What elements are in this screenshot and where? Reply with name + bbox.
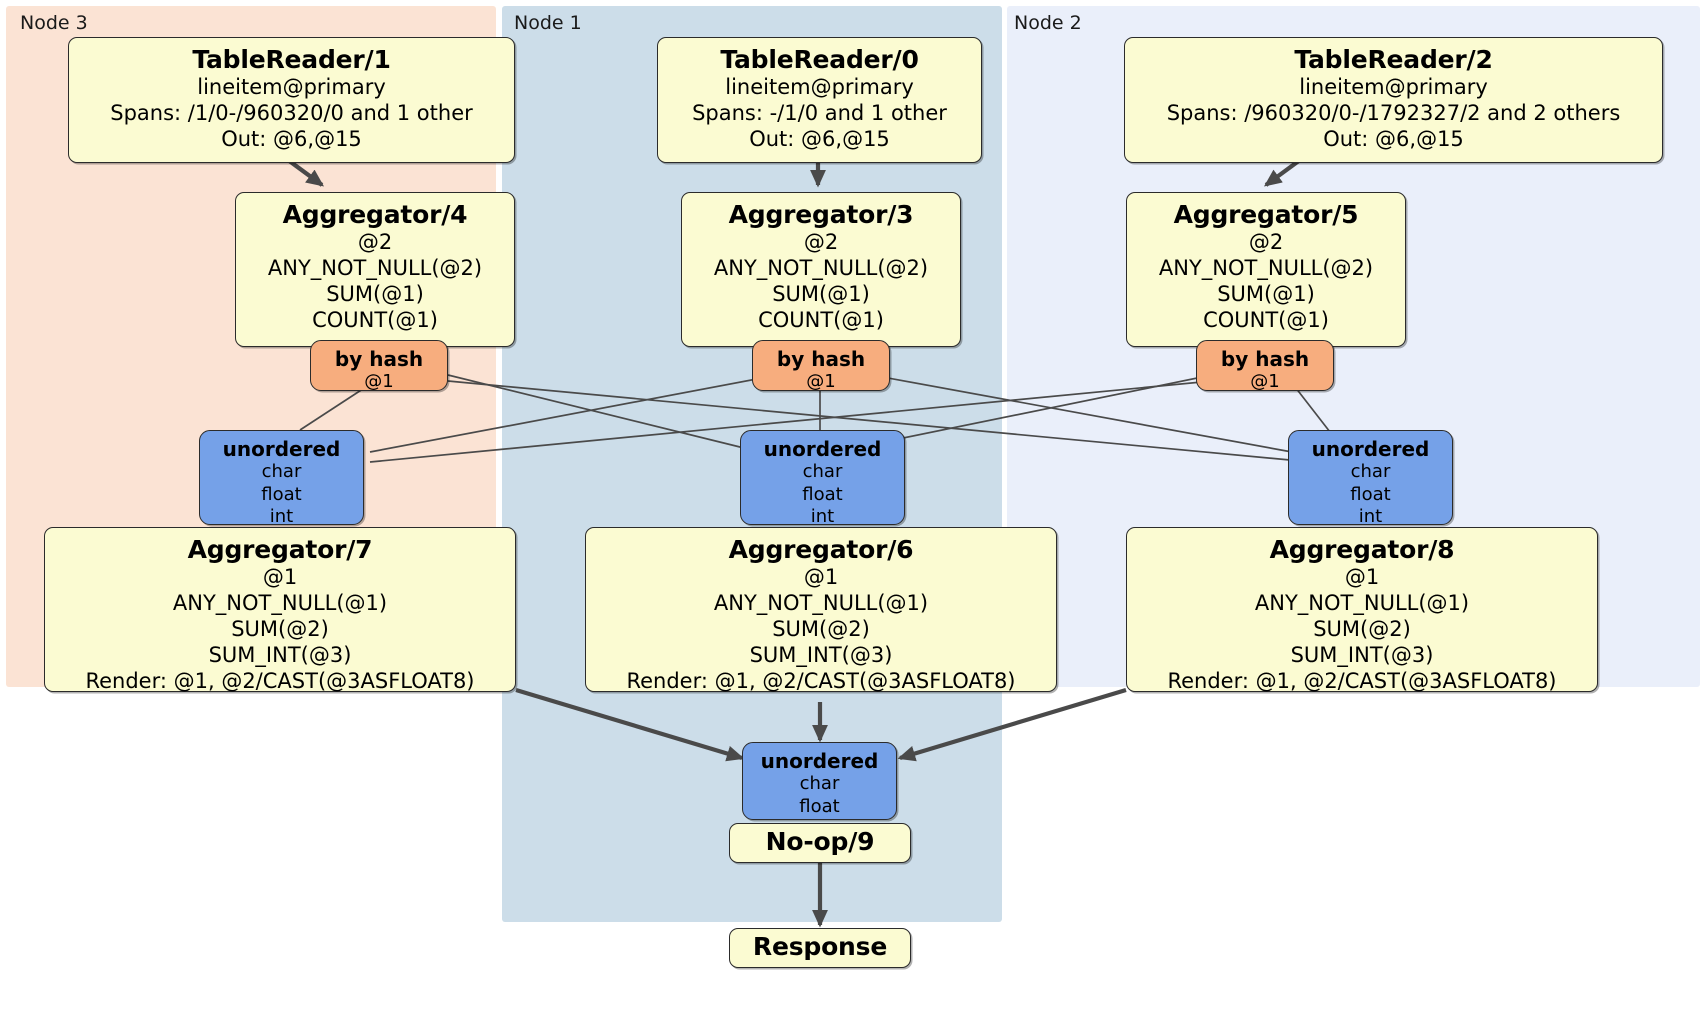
processor-line: SUM(@1): [772, 282, 870, 307]
hash-router-mid[interactable]: by hash @1: [752, 340, 890, 392]
processor-line: COUNT(@1): [758, 308, 884, 333]
router-title: unordered: [760, 749, 879, 773]
unordered-router-final[interactable]: unordered char float: [742, 742, 897, 820]
router-line: @1: [806, 371, 836, 392]
router-line: int: [810, 506, 835, 528]
processor-title: Aggregator/6: [728, 535, 914, 564]
router-line: float: [799, 795, 840, 817]
processor-line: Spans: /1/0-/960320/0 and 1 other: [110, 101, 473, 126]
processor-title: TableReader/1: [192, 45, 391, 74]
processor-aggregator-4[interactable]: Aggregator/4 @2 ANY_NOT_NULL(@2) SUM(@1)…: [235, 192, 515, 347]
unordered-router-mid[interactable]: unordered char float int: [740, 430, 905, 527]
router-title: by hash: [334, 347, 424, 371]
processor-line: lineitem@primary: [197, 75, 386, 99]
router-title: unordered: [1311, 437, 1430, 461]
unordered-router-right[interactable]: unordered char float int: [1288, 430, 1453, 527]
processor-line: SUM(@2): [1313, 617, 1411, 642]
router-title: by hash: [776, 347, 866, 371]
router-line: @1: [364, 371, 394, 392]
unordered-router-left[interactable]: unordered char float int: [199, 430, 364, 527]
processor-line: lineitem@primary: [725, 75, 914, 99]
processor-table-reader-1[interactable]: TableReader/1 lineitem@primary Spans: /1…: [68, 37, 515, 163]
processor-title: Aggregator/8: [1269, 535, 1455, 564]
processor-aggregator-3[interactable]: Aggregator/3 @2 ANY_NOT_NULL(@2) SUM(@1)…: [681, 192, 961, 347]
processor-noop-9[interactable]: No-op/9: [729, 823, 911, 863]
processor-line: Spans: /960320/0-/1792327/2 and 2 others: [1166, 101, 1621, 126]
node-panel-label-node1: Node 1: [514, 12, 582, 34]
processor-line: ANY_NOT_NULL(@1): [713, 591, 929, 616]
processor-title: Aggregator/5: [1173, 200, 1359, 229]
processor-line: SUM_INT(@3): [749, 643, 893, 668]
processor-title: TableReader/2: [1294, 45, 1493, 74]
processor-line: Render: @1, @2/CAST(@3ASFLOAT8): [1167, 669, 1557, 694]
processor-line: lineitem@primary: [1299, 75, 1488, 99]
router-line: float: [1350, 483, 1391, 505]
router-line: char: [802, 461, 843, 482]
node-panel-label-node2: Node 2: [1014, 12, 1082, 34]
processor-line: Render: @1, @2/CAST(@3ASFLOAT8): [85, 669, 475, 694]
processor-aggregator-8[interactable]: Aggregator/8 @1 ANY_NOT_NULL(@1) SUM(@2)…: [1126, 527, 1598, 694]
processor-table-reader-2[interactable]: TableReader/2 lineitem@primary Spans: /9…: [1124, 37, 1663, 163]
processor-line: @2: [803, 230, 839, 254]
processor-aggregator-5[interactable]: Aggregator/5 @2 ANY_NOT_NULL(@2) SUM(@1)…: [1126, 192, 1406, 347]
processor-line: ANY_NOT_NULL(@2): [713, 256, 929, 281]
processor-line: Out: @6,@15: [221, 127, 362, 152]
router-title: unordered: [763, 437, 882, 461]
router-line: float: [802, 483, 843, 505]
processor-line: @1: [803, 565, 839, 589]
processor-title: TableReader/0: [720, 45, 919, 74]
processor-line: ANY_NOT_NULL(@1): [172, 591, 388, 616]
processor-line: SUM(@2): [231, 617, 329, 642]
hash-router-right[interactable]: by hash @1: [1196, 340, 1334, 392]
processor-line: ANY_NOT_NULL(@1): [1254, 591, 1470, 616]
processor-title: Aggregator/3: [728, 200, 914, 229]
processor-line: @2: [1248, 230, 1284, 254]
hash-router-left[interactable]: by hash @1: [310, 340, 448, 392]
processor-line: SUM(@2): [772, 617, 870, 642]
router-line: int: [1358, 506, 1383, 528]
processor-line: ANY_NOT_NULL(@2): [267, 256, 483, 281]
processor-line: Out: @6,@15: [1323, 127, 1464, 152]
processor-table-reader-0[interactable]: TableReader/0 lineitem@primary Spans: -/…: [657, 37, 982, 163]
processor-title: No-op/9: [765, 827, 875, 856]
router-line: @1: [1250, 371, 1280, 392]
processor-line: SUM(@1): [1217, 282, 1315, 307]
processor-line: SUM_INT(@3): [1290, 643, 1434, 668]
router-title: unordered: [222, 437, 341, 461]
processor-line: Out: @6,@15: [749, 127, 890, 152]
processor-line: @2: [357, 230, 393, 254]
router-title: by hash: [1220, 347, 1310, 371]
processor-line: ANY_NOT_NULL(@2): [1158, 256, 1374, 281]
processor-line: COUNT(@1): [312, 308, 438, 333]
processor-response[interactable]: Response: [729, 928, 911, 968]
processor-line: @1: [262, 565, 298, 589]
processor-line: SUM(@1): [326, 282, 424, 307]
router-line: char: [261, 461, 302, 482]
processor-title: Response: [752, 932, 888, 961]
router-line: float: [261, 483, 302, 505]
processor-aggregator-7[interactable]: Aggregator/7 @1 ANY_NOT_NULL(@1) SUM(@2)…: [44, 527, 516, 694]
processor-aggregator-6[interactable]: Aggregator/6 @1 ANY_NOT_NULL(@1) SUM(@2)…: [585, 527, 1057, 694]
processor-line: COUNT(@1): [1203, 308, 1329, 333]
processor-line: @1: [1344, 565, 1380, 589]
processor-title: Aggregator/4: [282, 200, 468, 229]
processor-title: Aggregator/7: [187, 535, 373, 564]
router-line: char: [1350, 461, 1391, 482]
processor-line: Render: @1, @2/CAST(@3ASFLOAT8): [626, 669, 1016, 694]
router-line: char: [799, 773, 840, 794]
router-line: int: [269, 506, 294, 528]
node-panel-label-node3: Node 3: [20, 12, 88, 34]
processor-line: SUM_INT(@3): [208, 643, 352, 668]
processor-line: Spans: -/1/0 and 1 other: [692, 101, 947, 126]
